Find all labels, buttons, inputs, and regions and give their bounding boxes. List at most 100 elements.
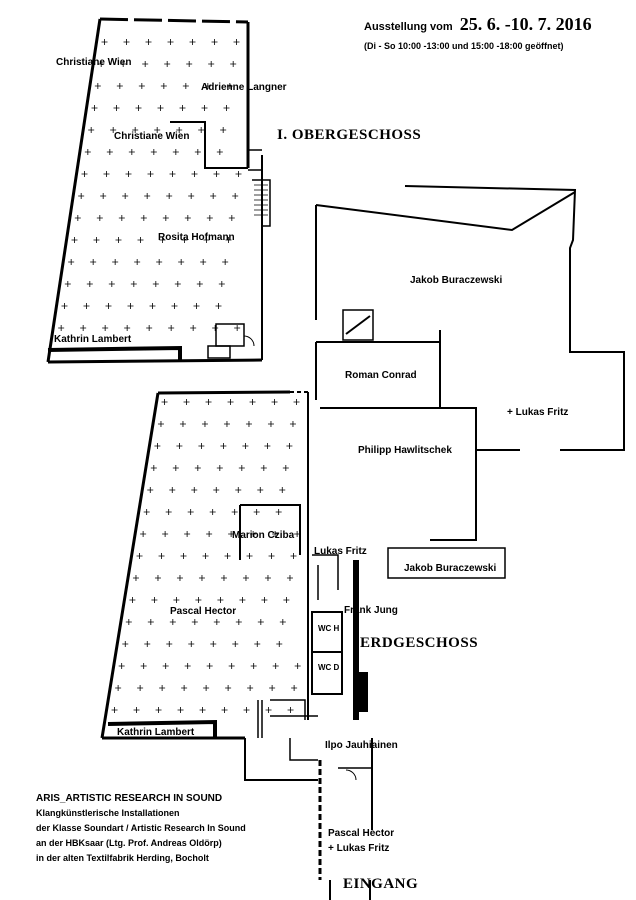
grid-cross bbox=[232, 193, 239, 199]
grid-cross bbox=[286, 443, 293, 449]
grid-cross bbox=[147, 487, 154, 493]
grid-cross bbox=[235, 619, 242, 625]
grid-cross bbox=[223, 421, 230, 427]
grid-cross bbox=[116, 83, 123, 89]
grid-cross bbox=[162, 531, 169, 537]
room-philipp-hawlitschek: Philipp Hawlitschek bbox=[358, 445, 452, 456]
grid-cross bbox=[94, 83, 101, 89]
grid-cross bbox=[224, 553, 231, 559]
grid-cross bbox=[154, 443, 161, 449]
grid-cross bbox=[173, 597, 180, 603]
room-jakob-buraczewski: Jakob Buraczewski bbox=[410, 275, 502, 286]
grid-cross bbox=[182, 83, 189, 89]
grid-cross bbox=[178, 259, 185, 265]
grid-cross bbox=[137, 237, 144, 243]
grid-cross bbox=[203, 685, 210, 691]
grid-cross bbox=[253, 509, 260, 515]
grid-cross bbox=[129, 597, 136, 603]
grid-cross bbox=[271, 399, 278, 405]
grid-cross bbox=[120, 61, 127, 67]
grid-cross bbox=[176, 127, 183, 133]
grid-cross bbox=[227, 399, 234, 405]
grid-cross bbox=[261, 597, 268, 603]
grid-cross bbox=[84, 149, 91, 155]
grid-cross bbox=[166, 193, 173, 199]
credits-line: Klangkünstlerische Installationen bbox=[36, 808, 180, 818]
grid-cross bbox=[226, 83, 233, 89]
grid-cross bbox=[90, 259, 97, 265]
grid-cross bbox=[231, 509, 238, 515]
grid-cross bbox=[164, 61, 171, 67]
grid-cross bbox=[162, 663, 169, 669]
grid-cross bbox=[265, 707, 272, 713]
grid-cross bbox=[133, 707, 140, 713]
grid-cross bbox=[112, 259, 119, 265]
grid-cross bbox=[159, 685, 166, 691]
grid-cross bbox=[81, 171, 88, 177]
grid-cross bbox=[209, 509, 216, 515]
grid-cross bbox=[210, 193, 217, 199]
grid-cross bbox=[211, 39, 218, 45]
grid-cross bbox=[108, 281, 115, 287]
grid-cross bbox=[268, 553, 275, 559]
grid-cross bbox=[134, 259, 141, 265]
grid-cross bbox=[138, 83, 145, 89]
grid-cross bbox=[118, 663, 125, 669]
room-roman-conrad: Roman Conrad bbox=[345, 370, 417, 381]
room-lukas-fritz-right: + Lukas Fritz bbox=[507, 407, 568, 418]
grid-cross bbox=[223, 105, 230, 111]
grid-cross bbox=[147, 171, 154, 177]
grid-cross bbox=[201, 421, 208, 427]
credits-block: ARIS_ARTISTIC RESEARCH IN SOUND Klangkün… bbox=[36, 791, 246, 866]
grid-cross bbox=[101, 39, 108, 45]
grid-cross bbox=[195, 597, 202, 603]
floor-label-upper: I. OBERGESCHOSS bbox=[277, 127, 421, 143]
grid-cross bbox=[187, 509, 194, 515]
credits-line: an der HBKsaar (Ltg. Prof. Andreas Oldör… bbox=[36, 838, 222, 848]
grid-cross bbox=[124, 325, 131, 331]
grid-cross bbox=[250, 663, 257, 669]
grid-cross bbox=[174, 281, 181, 287]
grid-cross bbox=[154, 127, 161, 133]
grid-cross bbox=[272, 663, 279, 669]
grid-cross bbox=[136, 553, 143, 559]
grid-cross bbox=[225, 237, 232, 243]
grid-cross bbox=[206, 215, 213, 221]
grid-cross bbox=[140, 215, 147, 221]
grid-cross bbox=[176, 443, 183, 449]
grid-cross bbox=[191, 619, 198, 625]
room-ilpo-jauhiainen: Ilpo Jauhiainen bbox=[325, 740, 398, 751]
grid-cross bbox=[172, 149, 179, 155]
grid-cross bbox=[159, 237, 166, 243]
grid-cross bbox=[213, 619, 220, 625]
grid-cross bbox=[199, 707, 206, 713]
grid-cross bbox=[228, 531, 235, 537]
grid-cross bbox=[264, 575, 271, 581]
grid-cross bbox=[169, 619, 176, 625]
grid-cross bbox=[234, 325, 241, 331]
grid-cross bbox=[93, 237, 100, 243]
grid-cross bbox=[216, 465, 223, 471]
room-kathrin-lambert-ground: Kathrin Lambert bbox=[117, 727, 195, 738]
grid-cross bbox=[264, 443, 271, 449]
grid-cross bbox=[144, 193, 151, 199]
grid-cross bbox=[149, 303, 156, 309]
grid-cross bbox=[140, 531, 147, 537]
grid-cross bbox=[166, 641, 173, 647]
grid-cross bbox=[165, 509, 172, 515]
grid-cross bbox=[161, 399, 168, 405]
ground-floor-plan bbox=[100, 185, 625, 900]
upper-floor-plan bbox=[46, 17, 271, 364]
grid-cross bbox=[184, 663, 191, 669]
grid-cross bbox=[188, 193, 195, 199]
grid-cross bbox=[160, 83, 167, 89]
grid-cross bbox=[125, 619, 132, 625]
grid-cross bbox=[215, 303, 222, 309]
grid-cross bbox=[145, 39, 152, 45]
grid-cross bbox=[78, 193, 85, 199]
grid-cross bbox=[269, 685, 276, 691]
grid-cross bbox=[260, 465, 267, 471]
room-rosita-hofmann: Rosita Hofmann bbox=[158, 232, 235, 243]
grid-cross bbox=[275, 509, 282, 515]
